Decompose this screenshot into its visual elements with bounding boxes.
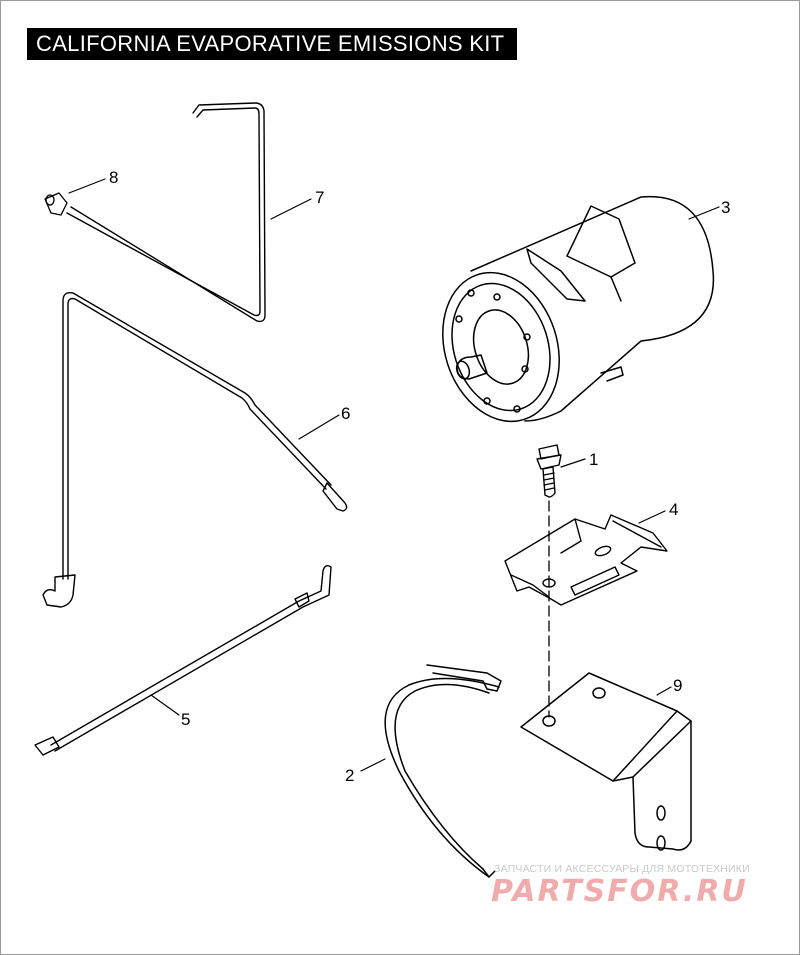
part-7-vent-tube — [44, 102, 266, 323]
part-6-purge-tube — [42, 291, 348, 608]
watermark-logo: PARTSFOR.RU — [491, 874, 748, 909]
part-4-canister-bracket — [504, 514, 668, 606]
callout-3: 3 — [721, 198, 730, 217]
diagram-title: CALIFORNIA EVAPORATIVE EMISSIONS KIT — [27, 28, 518, 60]
callout-6: 6 — [341, 404, 350, 423]
callout-5: 5 — [181, 710, 190, 729]
callout-7: 7 — [315, 188, 324, 207]
part-5-vapor-tube — [34, 564, 332, 756]
callout-1: 1 — [589, 450, 598, 469]
callout-leader-lines — [68, 178, 720, 772]
watermark-caption: ЗАПЧАСТИ И АКСЕССУАРЫ ДЛЯ МОТОТЕХНИКИ — [494, 863, 750, 875]
part-2-canister-strap — [384, 664, 502, 878]
part-9-mounting-bracket — [520, 672, 692, 851]
part-3-charcoal-canister — [442, 195, 715, 423]
callout-4: 4 — [669, 500, 678, 519]
callout-2: 2 — [345, 766, 354, 785]
part-8-elbow-fitting — [45, 194, 55, 206]
callout-9: 9 — [673, 676, 682, 695]
part-1-flange-bolt — [536, 444, 562, 498]
callout-8: 8 — [109, 168, 118, 187]
